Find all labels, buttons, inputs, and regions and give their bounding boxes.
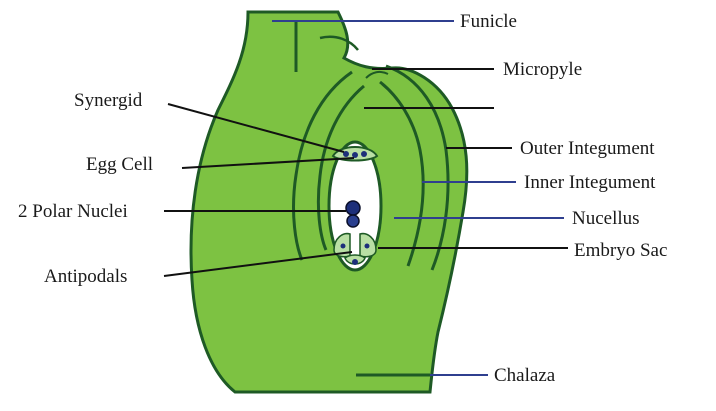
synergid-nucleus-right [361,151,367,157]
label-chalaza: Chalaza [494,365,556,386]
label-egg-cell: Egg Cell [86,154,153,175]
label-funicle: Funicle [460,11,517,32]
label-polar-nuclei: 2 Polar Nuclei [18,201,128,222]
label-nucellus: Nucellus [572,208,640,229]
label-antipodals: Antipodals [44,266,127,287]
label-outer-integument: Outer Integument [520,138,655,159]
label-inner-integument: Inner Integument [524,172,656,193]
label-embryo-sac: Embryo Sac [574,240,667,261]
polar-nucleus-upper [346,201,360,215]
label-synergid: Synergid [74,90,143,111]
label-micropyle: Micropyle [503,59,582,80]
polar-nucleus-lower [347,215,359,227]
